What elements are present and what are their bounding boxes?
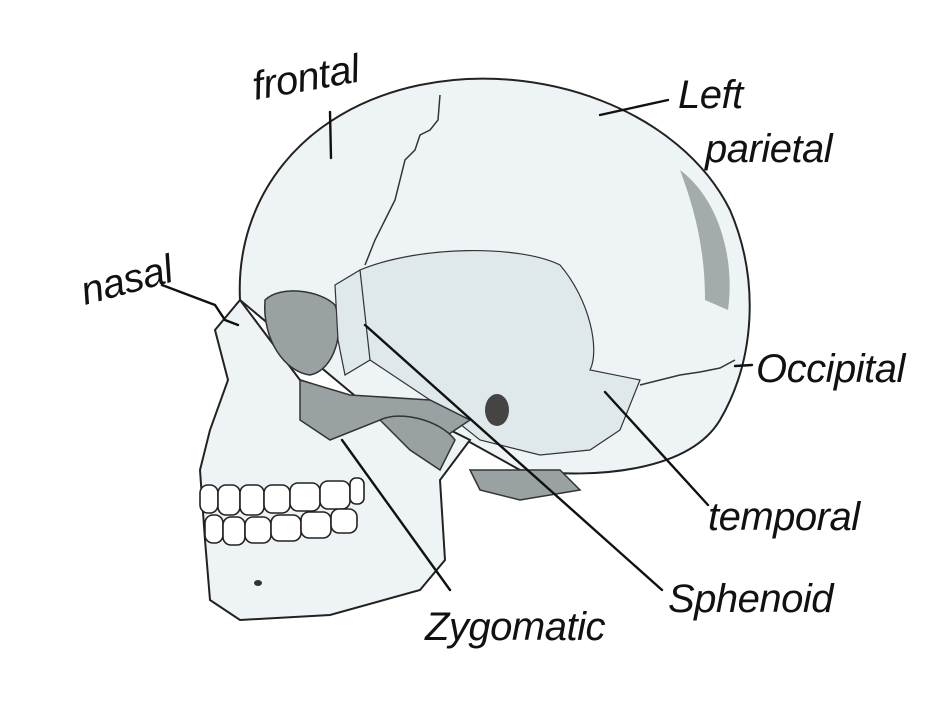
- frontal-leader-line: [328, 110, 333, 160]
- label-left-parietal-1: Left: [678, 73, 745, 117]
- coronal-suture: [364, 94, 441, 266]
- ear-canal: [485, 394, 509, 426]
- label-sphenoid: Sphenoid: [668, 577, 835, 621]
- label-left-parietal-2: parietal: [704, 127, 834, 171]
- label-frontal: frontal: [249, 47, 364, 109]
- sphenoid-leader-line: [363, 323, 664, 592]
- mandible-notch: [378, 415, 456, 472]
- lambdoid-suture: [639, 359, 736, 386]
- mastoid: [468, 469, 582, 501]
- occipital-shade: [680, 170, 730, 310]
- label-occipital: Occipital: [756, 347, 906, 391]
- mental-foramen: [254, 580, 262, 586]
- label-zygomatic: Zygomatic: [424, 605, 605, 649]
- teeth: [199, 477, 365, 546]
- nasal-leader-line: [160, 283, 240, 327]
- temporal-leader-line: [603, 390, 710, 507]
- occipital-leader-line: [733, 363, 754, 368]
- temporal-bone: [359, 249, 641, 456]
- label-nasal: nasal: [76, 247, 179, 314]
- zygomatic-leader-line: [340, 438, 452, 592]
- parietal-leader-line: [598, 98, 670, 117]
- label-temporal: temporal: [708, 495, 861, 539]
- eye-orbit: [264, 290, 340, 376]
